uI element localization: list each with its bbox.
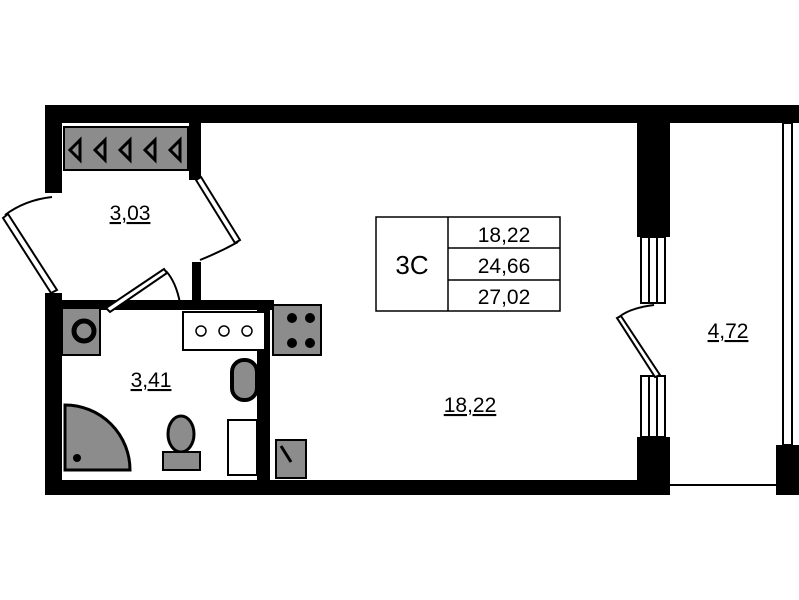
bath-top-wall: [62, 300, 274, 310]
balcony-area-label: 4,72: [708, 320, 749, 343]
stove-burner-icon: [305, 338, 315, 348]
closet-door: [194, 175, 242, 245]
living-area: 18,22: [478, 224, 531, 247]
fixtures: [61, 126, 322, 479]
shower-tray: [63, 403, 132, 472]
summary-box-frame: [375, 216, 561, 312]
top-wall: [45, 105, 799, 123]
apartment-type: 3С: [395, 250, 428, 280]
counter-burner: [241, 325, 253, 337]
area-without-balcony: 24,66: [478, 255, 531, 278]
balcony-door: [615, 314, 662, 379]
right-column-bottom: [637, 437, 670, 495]
walls: [45, 105, 799, 495]
counter-burner: [195, 325, 207, 337]
entrance-door: [1, 212, 59, 295]
windows: [640, 122, 793, 486]
balcony-corner: [776, 445, 799, 495]
balcony-door-arc: [618, 304, 655, 318]
hanger-icon: [92, 136, 107, 164]
area-summary-box: [375, 216, 561, 312]
wardrobe: [63, 126, 189, 171]
hanger-icon: [167, 136, 182, 164]
window-lower: [640, 375, 666, 438]
bathroom-door-arc: [165, 270, 181, 304]
counter-burner: [218, 325, 230, 337]
hanger-icon: [142, 136, 157, 164]
stove-burner-icon: [305, 313, 315, 323]
stove-burner-icon: [287, 313, 297, 323]
right-column-top: [637, 123, 670, 237]
toilet-tank: [162, 451, 201, 471]
hanger-icon: [117, 136, 132, 164]
kitchen-sink: [275, 439, 307, 479]
washing-machine-drum-icon: [71, 318, 97, 344]
bath-partition: [192, 262, 201, 307]
balcony-glazing: [782, 122, 793, 446]
entrance-door-arc: [4, 196, 53, 216]
faucet-icon: [279, 445, 293, 463]
bottom-wall: [45, 480, 645, 495]
closet-left-wall: [45, 105, 62, 193]
doors: [1, 175, 662, 379]
hanger-icon: [67, 136, 82, 164]
window-upper: [640, 236, 666, 304]
lower-left-wall: [45, 293, 62, 495]
washbasin: [230, 358, 259, 402]
bathroom-area-label: 3,41: [131, 369, 172, 392]
main-room-area-label: 18,22: [444, 394, 497, 417]
stove-burner-icon: [287, 338, 297, 348]
toilet-bowl: [166, 414, 196, 454]
closet-right-wall: [189, 105, 201, 180]
shower-drain-icon: [73, 454, 81, 462]
stove: [272, 304, 322, 356]
hall-area-label: 3,03: [110, 202, 151, 225]
closet-door-arc: [199, 241, 239, 261]
total-area: 27,02: [478, 286, 531, 309]
storage-box: [227, 419, 258, 476]
hanger-icons: [67, 136, 182, 164]
